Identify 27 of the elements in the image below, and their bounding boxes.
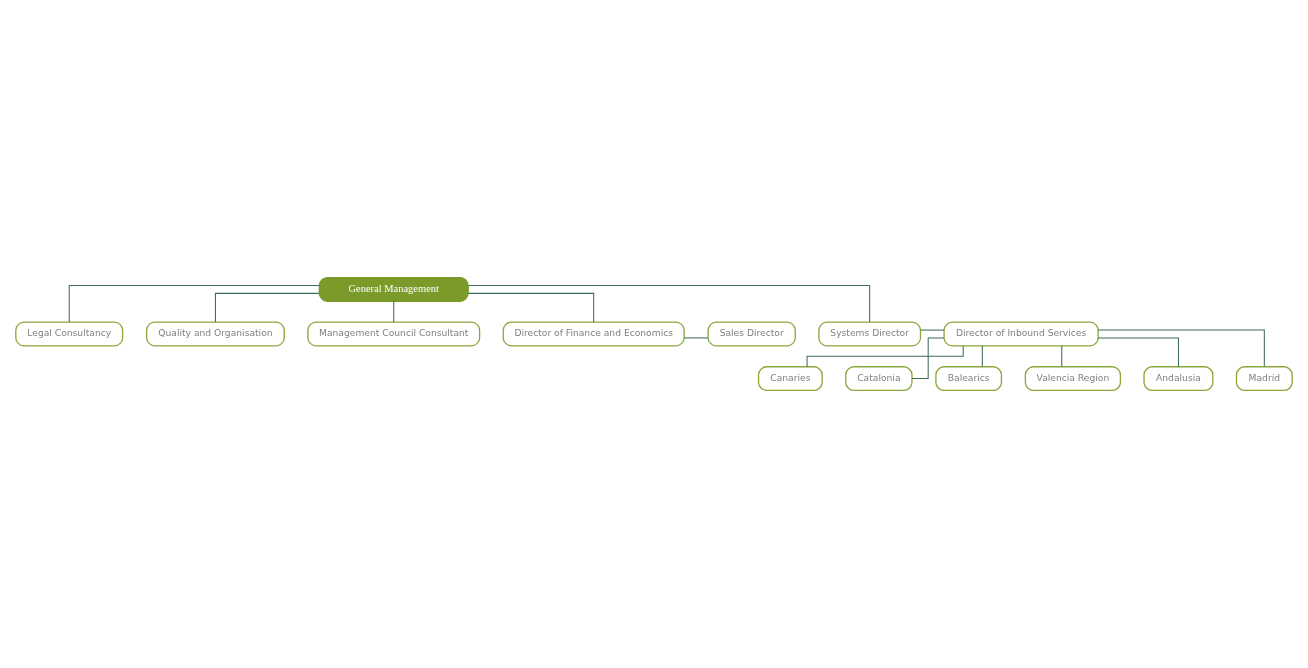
connector (467, 284, 871, 323)
node-box: Director of Inbound Services (943, 321, 1099, 347)
node-box: Madrid (1235, 366, 1293, 392)
node-box: Sales Director (707, 321, 796, 347)
node-box: Valencia Region (1024, 366, 1122, 392)
connector (920, 329, 945, 331)
connector (806, 345, 964, 368)
connector (911, 337, 945, 380)
node-box: Catalonia (845, 366, 913, 392)
connector (683, 337, 709, 339)
connector (214, 292, 320, 323)
node-box: Andalusia (1143, 366, 1214, 392)
node-box: General Management (318, 276, 469, 302)
connector (68, 284, 320, 323)
node-box: Legal Consultancy (15, 321, 124, 347)
connector (1097, 337, 1179, 368)
connector (1061, 345, 1063, 368)
node-box: Balearics (935, 366, 1003, 392)
node-box: Canaries (757, 366, 823, 392)
node-box: Systems Director (818, 321, 922, 347)
node-box: Quality and Organisation (145, 321, 285, 347)
connector (981, 345, 983, 368)
node-box: Management Council Consultant (307, 321, 481, 347)
connector (467, 292, 595, 323)
connector (393, 300, 395, 323)
connector (1097, 329, 1265, 368)
node-box: Director of Finance and Economics (502, 321, 685, 347)
